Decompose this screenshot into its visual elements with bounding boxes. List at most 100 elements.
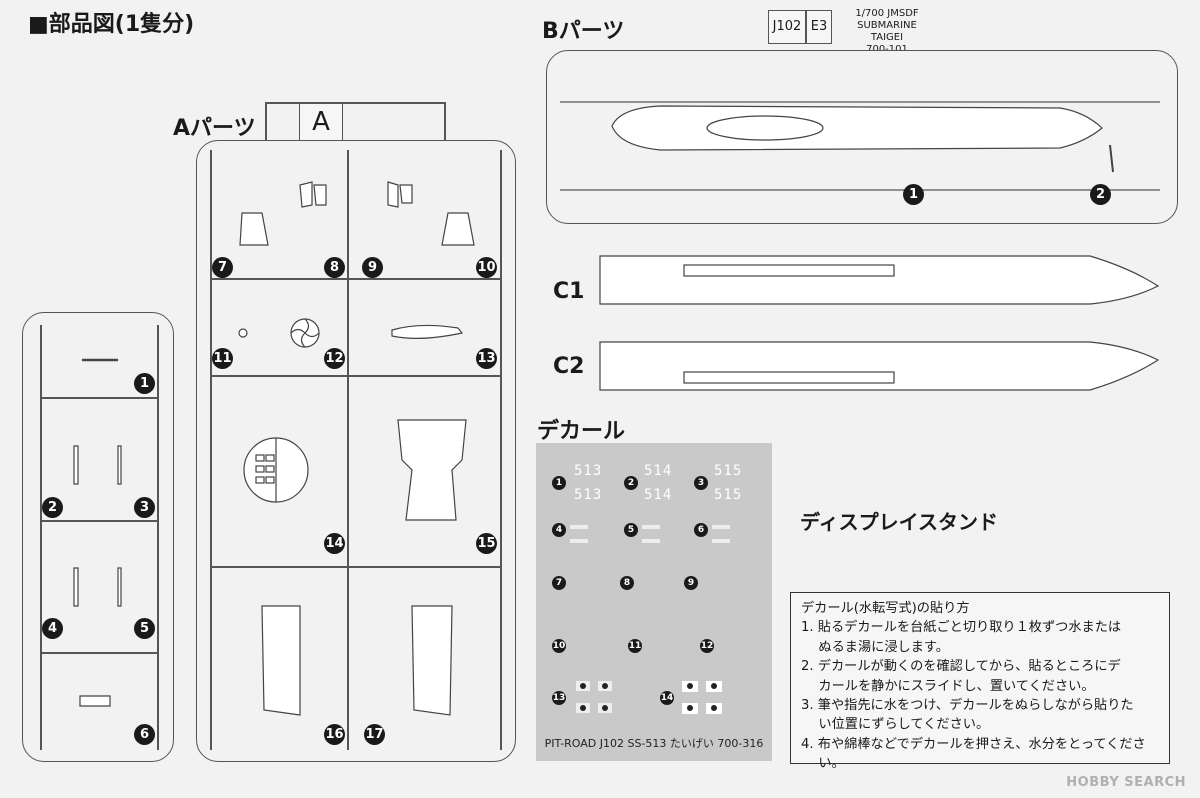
part-7-shape xyxy=(239,212,269,246)
runner-bar-row3 xyxy=(210,566,500,568)
part-number-a12: 12 xyxy=(324,348,345,369)
decal-number-11: 11 xyxy=(628,639,642,653)
part-10-shape xyxy=(441,212,475,246)
part-number-b1: 1 xyxy=(903,184,924,205)
instruction-line-6: い位置にずらしてください。 xyxy=(801,717,990,733)
instruction-line-5: 3. 筆や指先に水をつけ、デカールをぬらしながら貼りた xyxy=(801,698,1134,714)
decal-flags xyxy=(576,681,722,714)
instruction-line-8: い。 xyxy=(801,756,845,772)
decal-code-515b: 515 xyxy=(714,487,743,503)
part-11-shape xyxy=(238,328,248,338)
instruction-line-2: ぬるま湯に浸します。 xyxy=(801,639,949,655)
decal-number-4: 4 xyxy=(552,523,566,537)
decal-number-2: 2 xyxy=(624,476,638,490)
decal-code-513a: 513 xyxy=(574,463,603,479)
decal-number-8: 8 xyxy=(620,576,634,590)
decal-code-514b: 514 xyxy=(644,487,673,503)
part-number-a3: 3 xyxy=(134,497,155,518)
part-13-shape xyxy=(391,324,464,339)
decal-mark-4 xyxy=(570,525,588,529)
part-6-shape xyxy=(79,695,111,707)
part-number-a7: 7 xyxy=(212,257,233,278)
part-3-shape xyxy=(117,445,122,485)
part-15-shape xyxy=(397,419,467,521)
decal-number-5: 5 xyxy=(624,523,638,537)
runner-bar-right xyxy=(500,150,502,750)
tab-frame-left xyxy=(265,102,267,142)
decal-code-513b: 513 xyxy=(574,487,603,503)
part-number-a4: 4 xyxy=(42,618,63,639)
part-number-b2: 2 xyxy=(1090,184,1111,205)
page-title: ■部品図(1隻分) xyxy=(28,12,195,37)
parts-b-tab-code: J102 xyxy=(768,10,806,44)
parts-b-tab-code2: E3 xyxy=(806,10,832,44)
runner-center-bar xyxy=(347,150,349,750)
decal-heading: デカール xyxy=(537,419,626,444)
part-c2-label: C2 xyxy=(553,354,585,379)
watermark: HOBBY SEARCH xyxy=(1066,775,1186,790)
left-runner-side xyxy=(40,325,42,750)
part-number-a13: 13 xyxy=(476,348,497,369)
parts-a-heading: Aパーツ xyxy=(173,116,256,141)
instruction-line-1: 1. 貼るデカールを台紙ごと切り取り１枚ずつ水または xyxy=(801,620,1122,636)
part-number-a6: 6 xyxy=(134,724,155,745)
decal-code-515a: 515 xyxy=(714,463,743,479)
parts-b-tab-scale: 1/700 JMSDF xyxy=(855,8,919,19)
instruction-line-3: 2. デカールが動くのを確認してから、貼るところにデ xyxy=(801,659,1121,675)
part-c1-label: C1 xyxy=(553,279,585,304)
decal-number-9: 9 xyxy=(684,576,698,590)
parts-b-tab-name: SUBMARINE TAIGEI xyxy=(857,20,917,43)
left-runner-bar-3 xyxy=(40,652,158,654)
parts-b-heading: Bパーツ xyxy=(542,19,625,44)
part-number-a1: 1 xyxy=(134,373,155,394)
part-number-a14: 14 xyxy=(324,533,345,554)
decal-sheet: 513 514 515 513 514 515 1 2 3 4 5 6 7 8 … xyxy=(536,443,772,761)
decal-mark-6 xyxy=(712,525,730,529)
part-9b-shape xyxy=(399,184,413,204)
part-c1-vents xyxy=(683,264,895,277)
part-4-shape xyxy=(73,567,79,607)
runner-bar-row2 xyxy=(210,375,500,377)
left-runner-bar-1 xyxy=(40,397,158,399)
decal-number-3: 3 xyxy=(694,476,708,490)
instruction-line-7: 4. 布や綿棒などでデカールを押さえ、水分をとってくださ xyxy=(801,736,1146,752)
part-number-a15: 15 xyxy=(476,533,497,554)
decal-mark-5b xyxy=(642,539,660,543)
decal-mark-4b xyxy=(570,539,588,543)
instruction-line-4: カールを静かにスライドし、置いてください。 xyxy=(801,678,1095,694)
decal-number-14: 14 xyxy=(660,691,674,705)
part-number-a5: 5 xyxy=(134,618,155,639)
display-stand-heading: ディスプレイスタンド xyxy=(800,510,998,534)
decal-mark-6b xyxy=(712,539,730,543)
part-number-a8: 8 xyxy=(324,257,345,278)
part-number-a9: 9 xyxy=(362,257,383,278)
part-b1-hull xyxy=(611,105,1103,151)
runner-bar-row1 xyxy=(210,278,500,280)
part-5-shape xyxy=(117,567,122,607)
decal-mark-5 xyxy=(642,525,660,529)
runner-bar-left xyxy=(210,150,212,750)
tab-frame-top xyxy=(265,102,445,104)
part-number-a2: 2 xyxy=(42,497,63,518)
decal-number-6: 6 xyxy=(694,523,708,537)
part-8-shape xyxy=(299,181,313,208)
parts-b-tab-number: 700-101 xyxy=(842,44,932,56)
part-16-shape xyxy=(261,605,301,716)
part-17-shape xyxy=(411,605,453,716)
decal-number-12: 12 xyxy=(700,639,714,653)
part-c1-hull xyxy=(599,255,1160,305)
decal-number-1: 1 xyxy=(552,476,566,490)
part-number-a17: 17 xyxy=(364,724,385,745)
part-8b-shape xyxy=(313,184,327,206)
decal-number-10: 10 xyxy=(552,639,566,653)
decal-number-13: 13 xyxy=(552,691,566,705)
tab-frame-right xyxy=(444,102,446,142)
parts-b-tab-info: 1/700 JMSDF SUBMARINE TAIGEI 700-101 xyxy=(842,8,932,56)
part-number-a11: 11 xyxy=(212,348,233,369)
part-b2-shape xyxy=(1109,144,1114,173)
decal-footer: PIT-ROAD J102 SS-513 たいげい 700-316 xyxy=(544,737,764,750)
part-b1-hatch xyxy=(706,115,824,141)
